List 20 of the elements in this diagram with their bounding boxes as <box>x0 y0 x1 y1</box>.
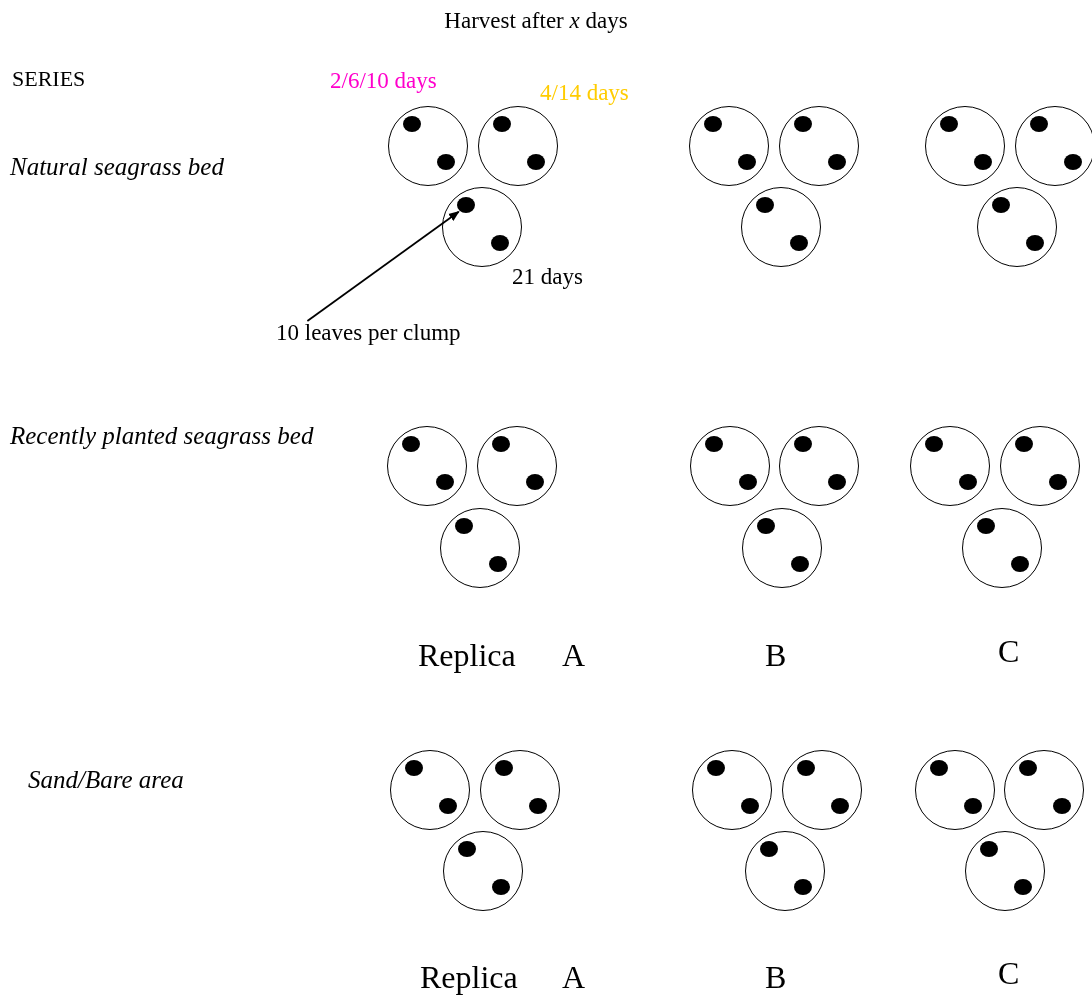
replica-label: A <box>562 959 586 996</box>
replica-label: Replica <box>420 959 518 996</box>
replica-label: B <box>765 637 787 674</box>
series-label: Sand/Bare area <box>28 766 184 795</box>
replica-label: C <box>998 633 1020 670</box>
replica-label: C <box>998 955 1020 992</box>
leaf-dot <box>491 235 509 251</box>
day-label: 4/14 days <box>540 80 629 107</box>
title: Harvest after x days <box>443 8 629 35</box>
leader-arrow <box>306 210 460 322</box>
replica-label: Replica <box>418 637 516 674</box>
series-heading: SERIES <box>12 66 86 92</box>
replica-label: B <box>765 959 787 996</box>
series-label: Natural seagrass bed <box>10 153 224 182</box>
series-label: Recently planted seagrass bed <box>10 422 314 451</box>
replica-label: A <box>562 637 586 674</box>
annotation-text: 10 leaves per clump <box>276 320 461 347</box>
leaf-dot <box>457 197 475 213</box>
day-label: 21 days <box>512 264 583 291</box>
day-label: 2/6/10 days <box>330 68 437 95</box>
